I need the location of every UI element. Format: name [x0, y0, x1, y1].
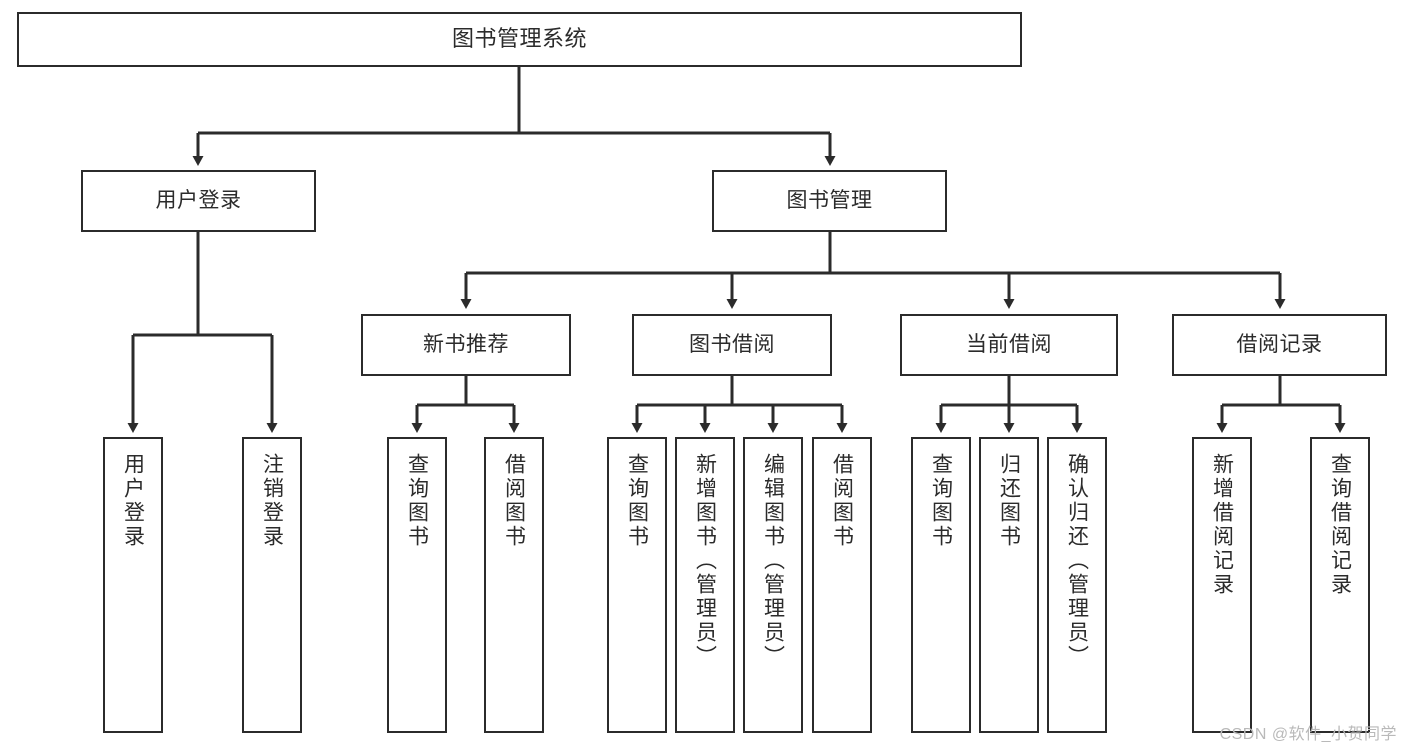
leaf-current-return-book[interactable]: 归还图书 [979, 437, 1039, 733]
leaf-user-login-signout[interactable]: 注销登录 [242, 437, 302, 733]
node-label: 借阅图书 [502, 453, 526, 549]
leaf-recommend-query-book[interactable]: 查询图书 [387, 437, 447, 733]
node-label: 编辑图书（管理员） [761, 453, 785, 669]
node-label: 新增借阅记录 [1210, 453, 1234, 597]
leaf-borrow-borrow-book[interactable]: 借阅图书 [812, 437, 872, 733]
node-label: 图书管理系统 [451, 26, 587, 52]
node-new-book-recommend[interactable]: 新书推荐 [361, 314, 571, 376]
node-label: 用户登录 [155, 189, 242, 213]
node-book-management[interactable]: 图书管理 [712, 170, 947, 232]
leaf-borrow-add-book-admin[interactable]: 新增图书（管理员） [675, 437, 735, 733]
csdn-watermark: CSDN @软件_小贺同学 [1219, 726, 1397, 743]
leaf-borrow-query-book[interactable]: 查询图书 [607, 437, 667, 733]
node-current-borrow[interactable]: 当前借阅 [900, 314, 1118, 376]
leaf-recommend-borrow-book[interactable]: 借阅图书 [484, 437, 544, 733]
node-label: 图书管理 [786, 189, 873, 213]
node-label: 当前借阅 [966, 333, 1052, 357]
node-label: 用户登录 [121, 453, 145, 549]
leaf-record-add-record[interactable]: 新增借阅记录 [1192, 437, 1252, 733]
leaf-record-query-record[interactable]: 查询借阅记录 [1310, 437, 1370, 733]
node-book-borrow[interactable]: 图书借阅 [632, 314, 832, 376]
leaf-current-query-book[interactable]: 查询图书 [911, 437, 971, 733]
node-root-system[interactable]: 图书管理系统 [17, 12, 1022, 67]
node-label: 注销登录 [260, 453, 284, 549]
node-user-login[interactable]: 用户登录 [81, 170, 316, 232]
node-label: 查询图书 [929, 453, 953, 549]
node-label: 新书推荐 [423, 333, 509, 357]
node-label: 图书借阅 [689, 333, 775, 357]
node-label: 新增图书（管理员） [693, 453, 717, 669]
node-label: 查询借阅记录 [1328, 453, 1352, 597]
node-label: 查询图书 [405, 453, 429, 549]
leaf-user-login-signin[interactable]: 用户登录 [103, 437, 163, 733]
node-label: 借阅图书 [830, 453, 854, 549]
leaf-current-confirm-return-admin[interactable]: 确认归还（管理员） [1047, 437, 1107, 733]
node-label: 归还图书 [997, 453, 1021, 549]
node-label: 查询图书 [625, 453, 649, 549]
node-borrow-record[interactable]: 借阅记录 [1172, 314, 1387, 376]
node-label: 确认归还（管理员） [1065, 453, 1089, 669]
node-label: 借阅记录 [1236, 333, 1323, 357]
leaf-borrow-edit-book-admin[interactable]: 编辑图书（管理员） [743, 437, 803, 733]
